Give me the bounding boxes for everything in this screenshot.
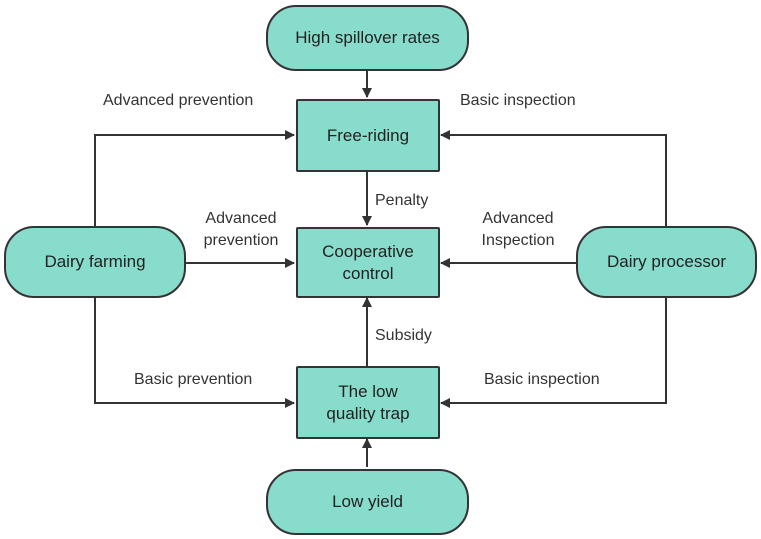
edge-farming-to-trap	[94, 298, 295, 408]
node-dairy-farming-label: Dairy farming	[44, 252, 146, 271]
node-free-riding: Free-riding	[296, 99, 440, 172]
node-low-yield: Low yield	[266, 469, 469, 535]
label-basic-prevention: Basic prevention	[134, 371, 253, 388]
label-basic-inspection-bottom: Basic inspection	[484, 371, 600, 388]
node-cooperative-control-label: Cooperative control	[322, 241, 414, 283]
label-advanced-prevention-top: Advanced prevention	[103, 92, 254, 109]
label-subsidy: Subsidy	[375, 327, 432, 344]
edge-processor-to-trap	[440, 298, 667, 408]
label-advanced-inspection-middle: Advanced Inspection	[481, 210, 555, 249]
node-cooperative-control: Cooperative control	[296, 227, 440, 298]
edge-farming-to-free-riding	[94, 130, 295, 226]
node-free-riding-label: Free-riding	[326, 125, 410, 145]
node-low-quality-trap-label: The low quality trap	[326, 381, 410, 423]
node-dairy-farming: Dairy farming	[4, 226, 186, 298]
node-dairy-processor: Dairy processor	[576, 226, 757, 298]
label-advanced-prevention-middle: Advanced prevention	[203, 210, 279, 249]
node-low-yield-label: Low yield	[332, 492, 403, 511]
node-high-spillover-rates: High spillover rates	[266, 5, 469, 71]
label-basic-inspection-top: Basic inspection	[460, 92, 576, 109]
node-high-spillover-rates-label: High spillover rates	[295, 28, 440, 47]
node-low-quality-trap: The low quality trap	[296, 366, 440, 439]
label-penalty: Penalty	[375, 192, 429, 209]
edge-processor-to-free-riding	[440, 130, 667, 226]
node-dairy-processor-label: Dairy processor	[606, 252, 727, 271]
